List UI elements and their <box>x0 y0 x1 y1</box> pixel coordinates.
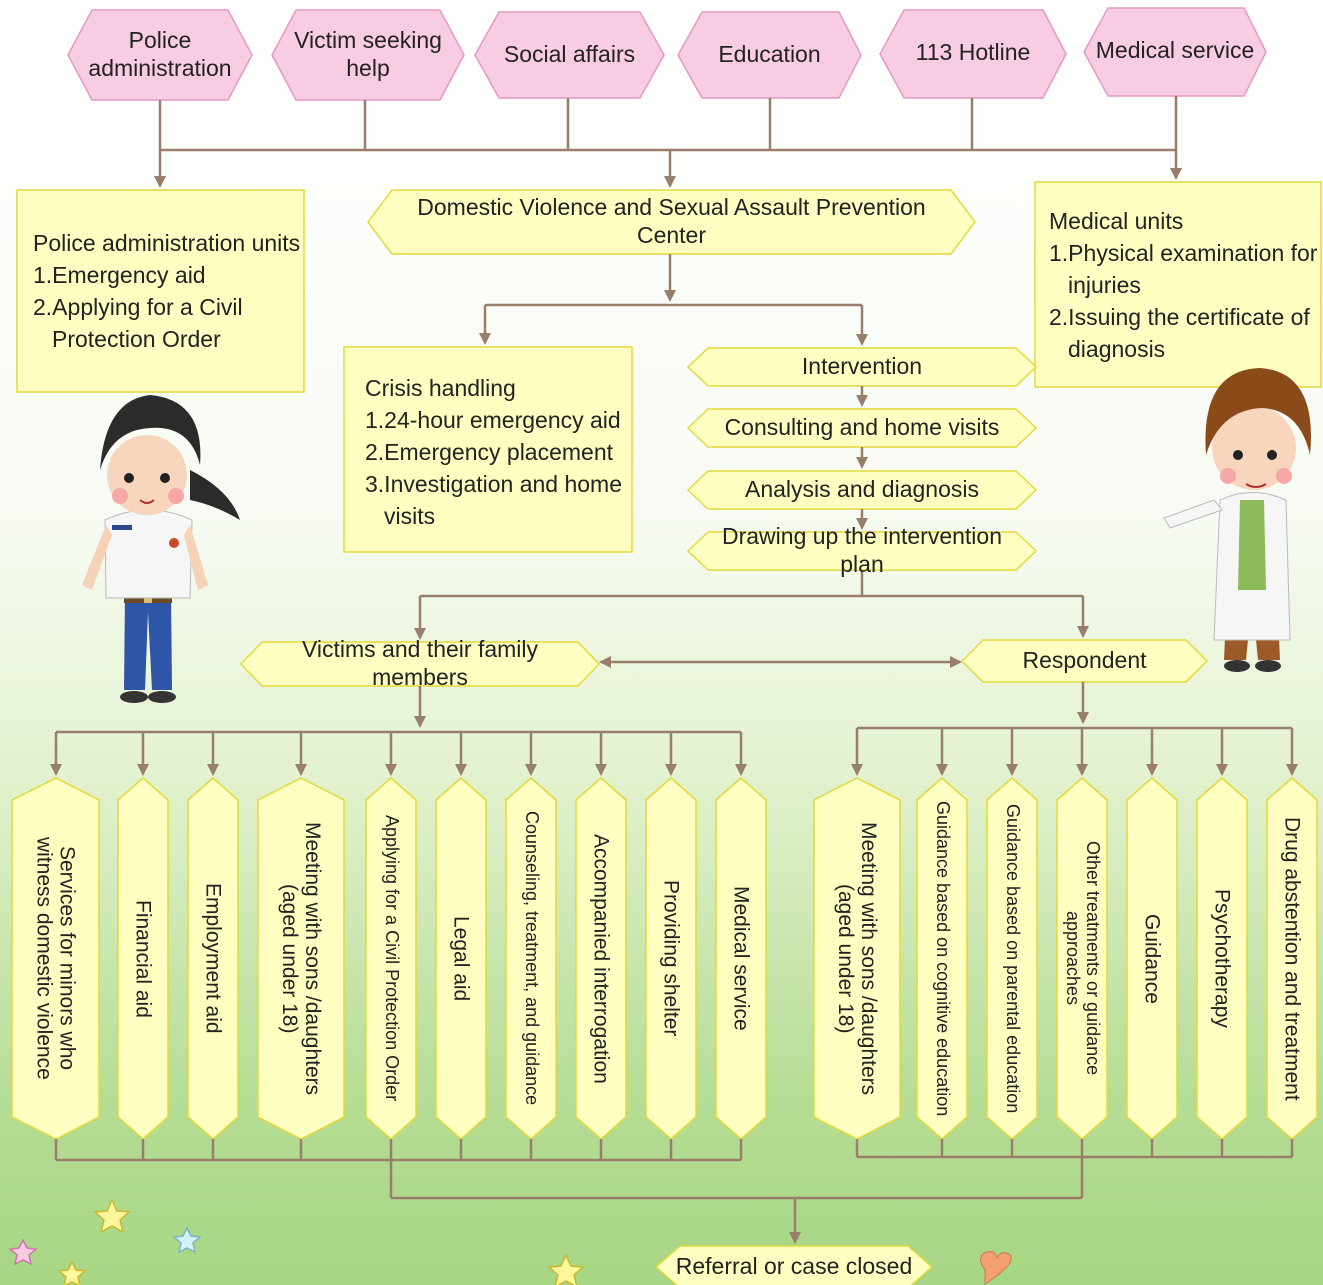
respondent-service-parental-education: Guidance based on parental education <box>1002 803 1023 1114</box>
respondent-service-drug-abstention: Drug abstention and treatment <box>1280 816 1304 1101</box>
step-intervention-plan: Drawing up the intervention plan <box>722 523 1002 577</box>
source-police-administration: Police administration <box>88 27 232 81</box>
respondent-service-guidance: Guidance <box>1140 913 1164 1004</box>
victim-service-financial-aid: Financial aid <box>131 899 155 1018</box>
crisis-handling-item: 3.Investigation and home visits <box>365 471 623 529</box>
respondent-service-other-treatments: Other treatments or guidance approaches <box>1063 841 1103 1076</box>
victim-service-accompanied-interrogation: Accompanied interrogation <box>589 833 613 1084</box>
referral-case-closed-node: Referral or case closed <box>675 1253 913 1280</box>
victim-service-counseling: Counseling, treatment, and guidance <box>521 811 542 1106</box>
medical-units-item: 1.Physical examination for injuries <box>1049 240 1318 298</box>
info-rects <box>16 181 1322 553</box>
decor-stars <box>8 1198 585 1285</box>
service-boxes <box>11 777 1318 1140</box>
victim-service-meeting-children: Meeting with sons /daughters (aged under… <box>278 821 325 1096</box>
medical-units-box: Medical units 1.Physical examination for… <box>1049 205 1319 365</box>
step-nodes <box>239 189 1209 1285</box>
step-consulting-home-visits: Consulting and home visits <box>724 414 1000 441</box>
source-nodes <box>67 7 1267 101</box>
respondent-service-psychotherapy: Psychotherapy <box>1210 889 1234 1028</box>
respondent-service-meeting-children: Meeting with sons /daughters (aged under… <box>834 821 881 1096</box>
source-medical-service: Medical service <box>1095 37 1255 64</box>
crisis-handling-item: 1.24-hour emergency aid <box>365 407 621 433</box>
victim-service-shelter: Providing shelter <box>659 880 683 1037</box>
crisis-handling-box: Crisis handling 1.24-hour emergency aid … <box>365 372 627 532</box>
respondent-service-cognitive-education: Guidance based on cognitive education <box>932 800 953 1117</box>
respondent-node: Respondent <box>1022 647 1147 674</box>
doctor-illustration <box>1163 368 1311 672</box>
victim-service-civil-protection-order: Applying for a Civil Protection Order <box>381 815 402 1102</box>
victim-service-employment-aid: Employment aid <box>201 883 225 1034</box>
source-113-hotline: 113 Hotline <box>915 39 1031 66</box>
connectors <box>50 96 1298 1244</box>
source-education: Education <box>718 41 821 68</box>
step-analysis-diagnosis: Analysis and diagnosis <box>745 476 979 503</box>
policewoman-illustration <box>82 395 240 703</box>
medical-units-item: 2.Issuing the certificate of diagnosis <box>1049 304 1310 362</box>
police-units-item: 2.Applying for a Civil Protection Order <box>33 294 243 352</box>
crisis-handling-title: Crisis handling <box>365 375 516 401</box>
victim-service-medical: Medical service <box>729 886 753 1031</box>
victim-service-minors: Services for minors who witness domestic… <box>32 837 79 1080</box>
crisis-handling-item: 2.Emergency placement <box>365 439 614 465</box>
source-social-affairs: Social affairs <box>503 41 636 68</box>
prevention-center-node: Domestic Violence and Sexual Assault Pre… <box>417 194 926 248</box>
step-intervention: Intervention <box>801 353 923 380</box>
victims-family-node: Victims and their family members <box>301 636 539 690</box>
source-victim-seeking-help: Victim seeking help <box>294 27 442 81</box>
police-units-box: Police administration units 1.Emergency … <box>33 227 301 355</box>
heart-icon <box>980 1251 1012 1285</box>
medical-units-title: Medical units <box>1049 208 1184 234</box>
victim-service-legal-aid: Legal aid <box>449 915 473 1002</box>
police-units-title: Police administration units <box>33 230 301 256</box>
police-units-item: 1.Emergency aid <box>33 262 206 288</box>
